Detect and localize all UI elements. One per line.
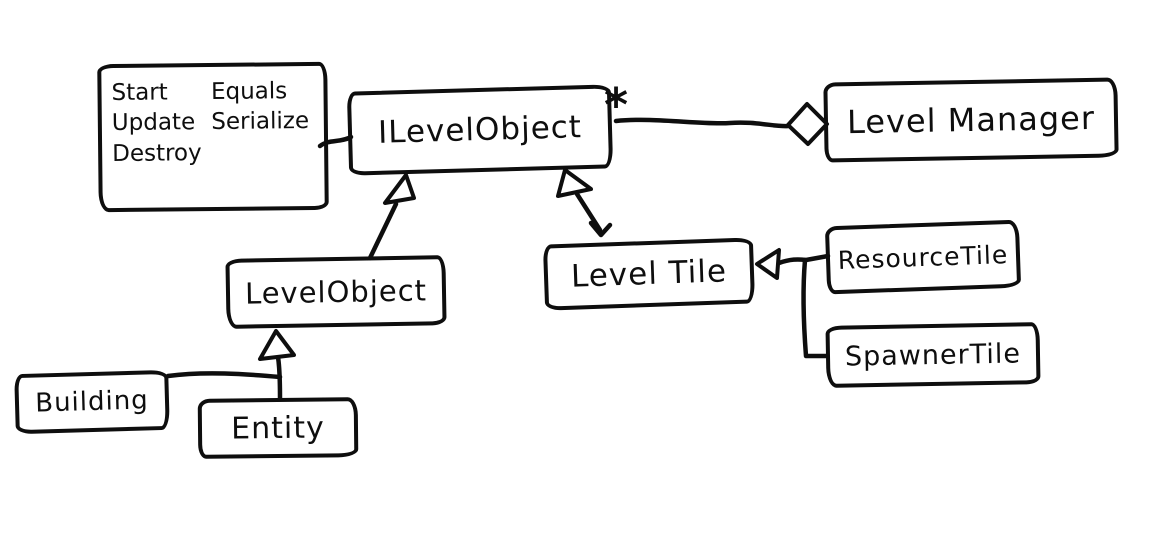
class-label: SpawnerTile xyxy=(844,337,1022,373)
inheritance-line-spawnertile xyxy=(801,257,830,359)
class-label: ResourceTile xyxy=(837,239,1009,275)
inheritance-line-resourcetile xyxy=(776,253,831,266)
inheritance-arrowhead-icon xyxy=(755,248,781,280)
method-list: Start Update Destroy Equals Serialize xyxy=(111,76,309,169)
class-box-ilevelobject: ILevelObject xyxy=(346,84,614,176)
method-name: Destroy xyxy=(112,139,202,167)
method-name: Serialize xyxy=(211,108,310,136)
aggregation-diamond-icon xyxy=(786,102,829,146)
class-box-levelobject: LevelObject xyxy=(225,255,447,329)
class-box-leveltile: Level Tile xyxy=(542,237,756,311)
inheritance-line-levelobject xyxy=(367,201,399,261)
method-name: Update xyxy=(111,109,196,137)
inheritance-arrowhead-icon xyxy=(383,173,416,205)
inheritance-line-leveltile xyxy=(574,191,603,233)
class-box-building: Building xyxy=(14,369,170,435)
class-box-spawnertile: SpawnerTile xyxy=(825,322,1041,388)
class-label: ILevelObject xyxy=(377,109,583,151)
class-label: Entity xyxy=(231,410,325,446)
aggregation-line xyxy=(613,117,791,129)
class-label: Level Manager xyxy=(846,98,1096,142)
class-box-entity: Entity xyxy=(197,397,359,459)
method-name: Equals xyxy=(210,78,288,106)
inheritance-arrowhead-icon xyxy=(258,329,296,361)
method-name: Start xyxy=(111,79,168,107)
multiplicity-star: * xyxy=(604,78,629,132)
small-arrowhead-icon xyxy=(588,220,613,238)
inheritance-line-entity xyxy=(275,354,283,402)
note-box-methods: Start Update Destroy Equals Serialize xyxy=(97,61,329,213)
inheritance-line-building xyxy=(165,371,283,380)
class-label: Building xyxy=(34,385,150,419)
class-box-levelmanager: Level Manager xyxy=(823,77,1119,163)
class-label: Level Tile xyxy=(570,253,728,295)
class-box-resourcetile: ResourceTile xyxy=(824,219,1022,295)
inheritance-arrowhead-icon xyxy=(556,168,593,198)
class-label: LevelObject xyxy=(244,273,428,311)
